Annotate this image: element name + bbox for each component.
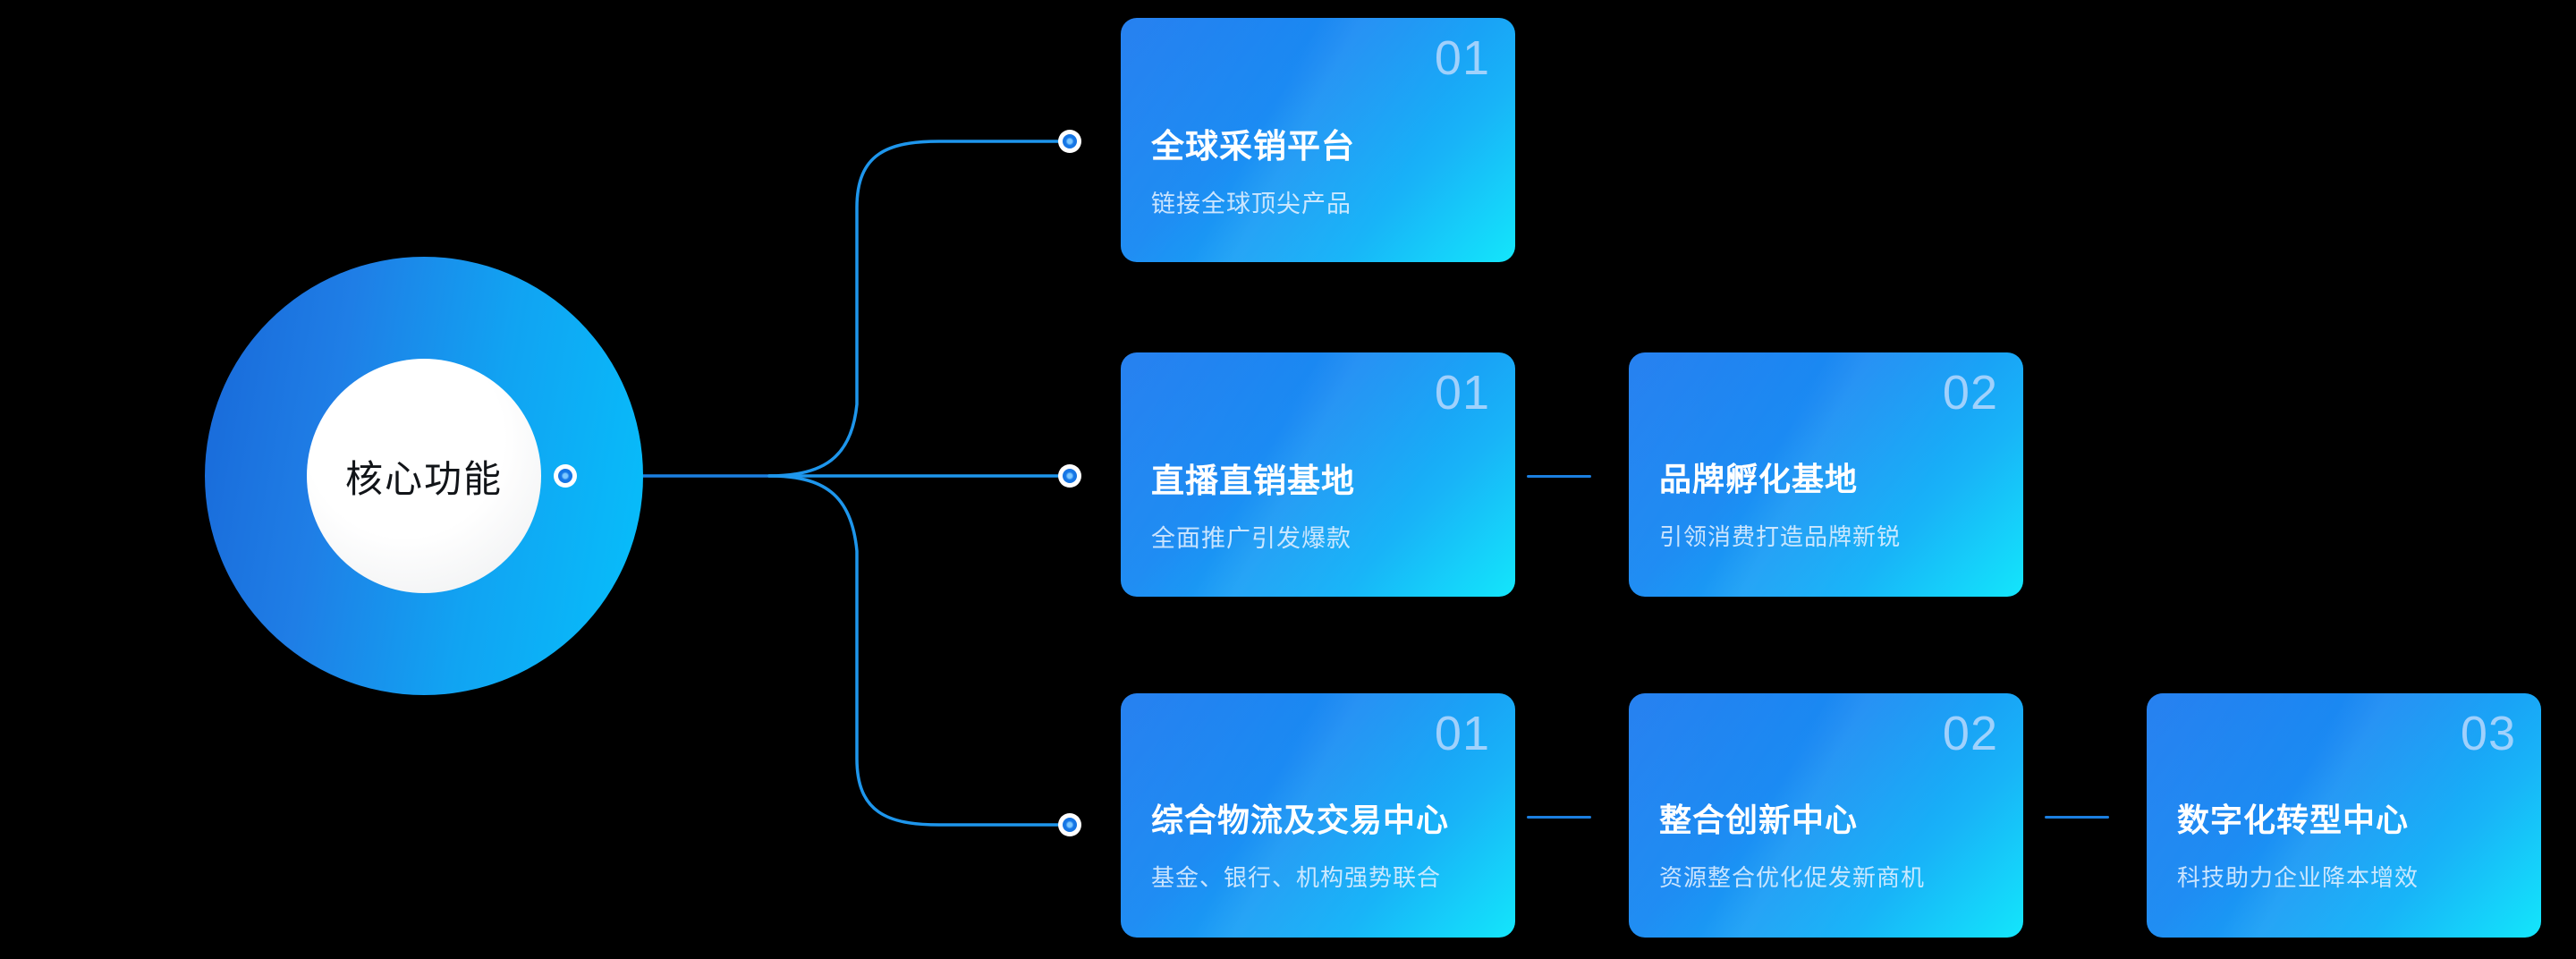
link-line-row3-2-3 bbox=[2045, 816, 2109, 819]
card-digital-transformation-center[interactable]: 03 数字化转型中心 科技助力企业降本增效 bbox=[2147, 693, 2541, 938]
branch-2-node-dot[interactable] bbox=[1058, 464, 1081, 488]
card-title: 综合物流及交易中心 bbox=[1151, 802, 1450, 838]
card-title: 整合创新中心 bbox=[1659, 802, 1859, 838]
card-title: 直播直销基地 bbox=[1151, 463, 1355, 499]
card-number-badge: 02 bbox=[1942, 366, 1998, 420]
card-number-badge: 01 bbox=[1434, 366, 1490, 420]
card-subtitle: 链接全球顶尖产品 bbox=[1151, 191, 1352, 217]
card-number-badge: 01 bbox=[1434, 707, 1490, 760]
card-subtitle: 资源整合优化促发新商机 bbox=[1659, 864, 1926, 891]
card-livestream-direct-sales-base[interactable]: 01 直播直销基地 全面推广引发爆款 bbox=[1121, 352, 1515, 597]
hub-label: 核心功能 bbox=[344, 457, 503, 500]
card-subtitle: 基金、银行、机构强势联合 bbox=[1151, 864, 1442, 891]
card-integration-innovation-center[interactable]: 02 整合创新中心 资源整合优化促发新商机 bbox=[1629, 693, 2023, 938]
card-title: 数字化转型中心 bbox=[2177, 802, 2410, 838]
hub-inner-circle: 核心功能 bbox=[307, 359, 541, 593]
wire-branch-3 bbox=[767, 474, 1072, 827]
hub-circle: 核心功能 bbox=[205, 257, 643, 695]
card-integrated-logistics-trading-center[interactable]: 01 综合物流及交易中心 基金、银行、机构强势联合 bbox=[1121, 693, 1515, 938]
link-line-row2-1-2 bbox=[1527, 475, 1591, 478]
branch-3-node-dot[interactable] bbox=[1058, 813, 1081, 836]
link-line-row3-1-2 bbox=[1527, 816, 1591, 819]
card-title: 品牌孵化基地 bbox=[1659, 461, 1859, 497]
card-number-badge: 03 bbox=[2460, 707, 2516, 760]
card-number-badge: 01 bbox=[1434, 31, 1490, 85]
hub-connector-dot[interactable] bbox=[554, 464, 577, 488]
wire-branch-1 bbox=[767, 140, 1072, 478]
card-global-sourcing-platform[interactable]: 01 全球采销平台 链接全球顶尖产品 bbox=[1121, 18, 1515, 262]
card-title: 全球采销平台 bbox=[1151, 128, 1355, 165]
card-brand-incubation-base[interactable]: 02 品牌孵化基地 引领消费打造品牌新锐 bbox=[1629, 352, 2023, 597]
card-number-badge: 02 bbox=[1942, 707, 1998, 760]
card-subtitle: 科技助力企业降本增效 bbox=[2177, 864, 2419, 891]
card-subtitle: 全面推广引发爆款 bbox=[1151, 525, 1352, 552]
branch-1-node-dot[interactable] bbox=[1058, 130, 1081, 153]
card-subtitle: 引领消费打造品牌新锐 bbox=[1659, 523, 1902, 550]
